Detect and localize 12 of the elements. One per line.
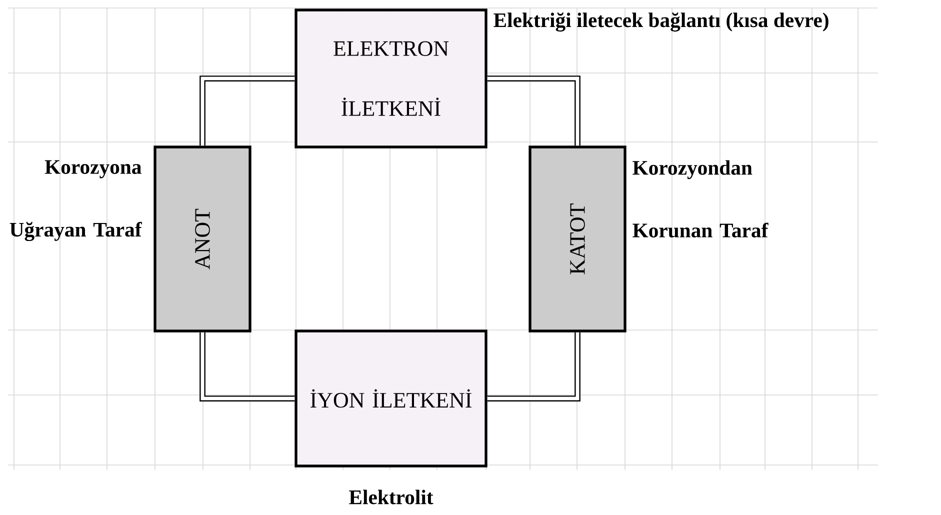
side-label: Elektrolit — [349, 490, 434, 504]
wire — [487, 332, 580, 402]
side-label: Elektriği iletecek bağlantı (kısa devre) — [494, 12, 828, 32]
electrode-box: ANOT — [154, 146, 252, 332]
conductor-box: ELEKTRON İLETKENİ — [294, 8, 488, 148]
side-label: Korozyona Uğrayan Taraf — [10, 160, 142, 242]
wire — [200, 76, 295, 146]
side-label: Korozyondan Korunan Taraf — [632, 160, 768, 238]
conductor-box: İYON İLETKENİ — [294, 330, 488, 468]
wire — [487, 76, 580, 146]
wire — [200, 332, 295, 402]
electrode-box: KATOT — [528, 146, 626, 332]
